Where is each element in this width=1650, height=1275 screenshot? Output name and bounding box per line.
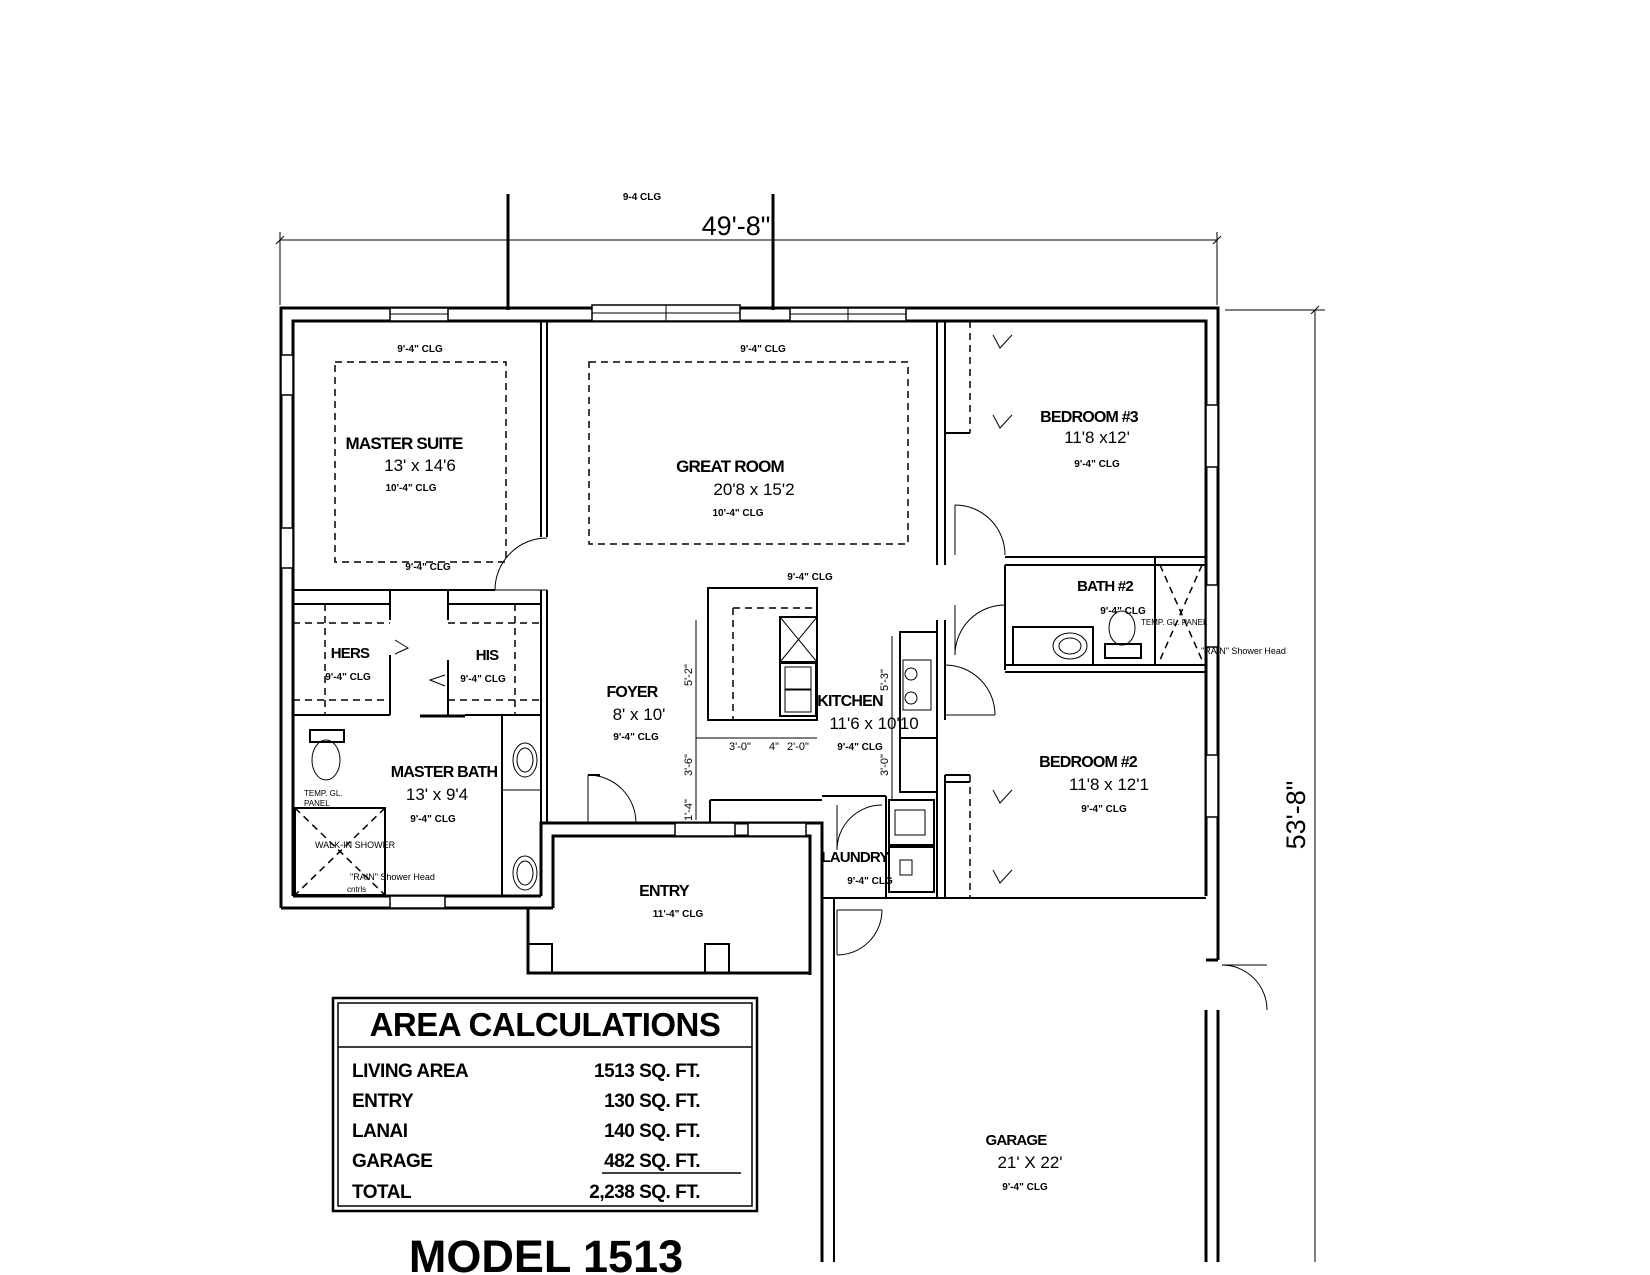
svg-text:5'-2": 5'-2" [683,664,695,686]
area-row-value: 2,238 SQ. FT. [589,1182,700,1203]
kitchen-dimensions: 3'-0" 4" 2'-0" 5'-2" 3'-6" 1'-4" 5'-3" 3… [683,620,893,821]
windows [280,304,1219,909]
svg-text:FOYER: FOYER [606,684,658,701]
svg-text:HERS: HERS [331,645,370,662]
svg-text:LAUNDRY: LAUNDRY [821,849,889,866]
room-bedroom-3: BEDROOM #3 11'8 x12' 9'-4" CLG [1040,409,1139,470]
area-row-label: TOTAL [352,1182,412,1203]
svg-text:TEMP. GL.: TEMP. GL. [304,789,343,798]
area-row-label: LANAI [352,1121,408,1142]
svg-text:9'-4" CLG: 9'-4" CLG [397,344,443,355]
depth-dimension-label: 53'-8" [1281,781,1311,850]
svg-text:9'-4" CLG: 9'-4" CLG [1074,459,1120,470]
svg-text:20'8 x 15'2: 20'8 x 15'2 [713,480,794,499]
area-row-label: ENTRY [352,1091,414,1112]
svg-text:BEDROOM #2: BEDROOM #2 [1039,754,1138,771]
svg-text:13' x 9'4: 13' x 9'4 [406,785,468,804]
area-calculations-title: AREA CALCULATIONS [370,1006,721,1043]
svg-text:9'-4" CLG: 9'-4" CLG [1002,1182,1048,1193]
room-laundry: LAUNDRY 9'-4" CLG [821,849,893,887]
svg-text:"RAIN" Shower Head: "RAIN" Shower Head [350,872,435,882]
svg-text:11'8 x 12'1: 11'8 x 12'1 [1069,775,1149,794]
svg-text:9'-4" CLG: 9'-4" CLG [410,814,456,825]
top-clg-note: 9-4 CLG [623,192,662,203]
room-garage: GARAGE 21' X 22' 9'-4" CLG [985,1132,1062,1193]
area-row-value: 1513 SQ. FT. [594,1061,700,1082]
svg-text:11'8 x12': 11'8 x12' [1064,428,1130,447]
svg-text:ENTRY: ENTRY [639,883,690,900]
svg-text:GARAGE: GARAGE [985,1132,1047,1149]
svg-text:cntrls: cntrls [347,885,366,894]
width-dimension: 49'-8" [275,211,1222,305]
svg-text:3'-0": 3'-0" [729,741,751,753]
svg-text:9'-4" CLG: 9'-4" CLG [325,672,371,683]
master-tray-ceiling [334,361,507,563]
svg-text:9'-4" CLG: 9'-4" CLG [837,742,883,753]
area-row-label: LIVING AREA [352,1061,469,1082]
area-row-label: GARAGE [352,1151,432,1172]
svg-text:21' X 22': 21' X 22' [997,1153,1062,1172]
svg-text:BEDROOM #3: BEDROOM #3 [1040,409,1139,426]
area-row-value: 482 SQ. FT. [604,1151,700,1172]
svg-text:11'6 x 10'10: 11'6 x 10'10 [829,714,918,733]
room-bedroom-2: BEDROOM #2 11'8 x 12'1 9'-4" CLG [1039,754,1149,815]
area-row-value: 140 SQ. FT. [604,1121,700,1142]
svg-text:GREAT ROOM: GREAT ROOM [676,457,784,476]
svg-text:KITCHEN: KITCHEN [817,693,883,710]
area-row-value: 130 SQ. FT. [604,1091,700,1112]
room-hers-closet: HERS 9'-4" CLG [325,645,371,683]
svg-text:1'-4": 1'-4" [683,799,695,821]
svg-text:13' x 14'6: 13' x 14'6 [384,456,456,475]
svg-text:MASTER SUITE: MASTER SUITE [346,434,463,453]
interior-walls [293,321,1268,1011]
svg-text:10'-4" CLG: 10'-4" CLG [385,483,436,494]
area-calculations-table: AREA CALCULATIONS [331,996,759,1213]
svg-text:TEMP. GL. PANEL: TEMP. GL. PANEL [1141,618,1208,627]
depth-dimension: 53'-8" [1225,305,1325,1262]
room-master-suite: 9'-4" CLG MASTER SUITE 13' x 14'6 10'-4"… [346,344,464,573]
svg-text:5'-3": 5'-3" [879,669,891,691]
svg-text:MASTER BATH: MASTER BATH [391,764,498,781]
svg-text:"RAIN" Shower Head: "RAIN" Shower Head [1201,646,1286,656]
svg-text:3'-0": 3'-0" [879,754,891,776]
svg-text:9'-4" CLG: 9'-4" CLG [847,876,893,887]
svg-text:9'-4" CLG: 9'-4" CLG [1081,804,1127,815]
svg-text:9'-4" CLG: 9'-4" CLG [1100,606,1146,617]
area-calculations-rows: LIVING AREA 1513 SQ. FT. ENTRY 130 SQ. FT. L… [352,1061,701,1203]
svg-text:WALK-IN SHOWER: WALK-IN SHOWER [315,840,396,850]
svg-text:10'-4" CLG: 10'-4" CLG [712,508,763,519]
room-entry: ENTRY 11'-4" CLG [639,883,703,920]
room-master-bath: MASTER BATH 13' x 9'4 9'-4" CLG TEMP. GL… [304,764,498,894]
room-foyer: FOYER 8' x 10' 9'-4" CLG [606,684,665,743]
svg-text:11'-4" CLG: 11'-4" CLG [653,909,704,920]
room-his-closet: HIS 9'-4" CLG [460,647,506,685]
svg-text:9'-4" CLG: 9'-4" CLG [613,732,659,743]
room-bath-2: BATH #2 9'-4" CLG TEMP. GL. PANEL "RAIN"… [1077,578,1286,656]
great-room-tray-ceiling [588,361,909,545]
svg-text:BATH #2: BATH #2 [1077,578,1133,595]
svg-text:9'-4" CLG: 9'-4" CLG [740,344,786,355]
model-title: MODEL 1513 [409,1231,683,1275]
svg-text:3'-6": 3'-6" [683,754,695,776]
svg-text:9'-4" CLG: 9'-4" CLG [460,674,506,685]
room-great-room: 9'-4" CLG GREAT ROOM 20'8 x 15'2 10'-4" … [676,344,795,519]
svg-text:PANEL: PANEL [304,799,330,808]
svg-text:9'-4" CLG: 9'-4" CLG [787,572,833,583]
svg-text:2'-0": 2'-0" [787,741,809,753]
svg-text:9'-4" CLG: 9'-4" CLG [405,562,451,573]
svg-text:4": 4" [769,741,779,753]
width-dimension-label: 49'-8" [702,211,771,241]
svg-text:HIS: HIS [476,647,499,664]
room-kitchen: 9'-4" CLG KITCHEN 11'6 x 10'10 9'-4" CLG [787,572,918,753]
svg-text:8' x 10': 8' x 10' [613,705,666,724]
